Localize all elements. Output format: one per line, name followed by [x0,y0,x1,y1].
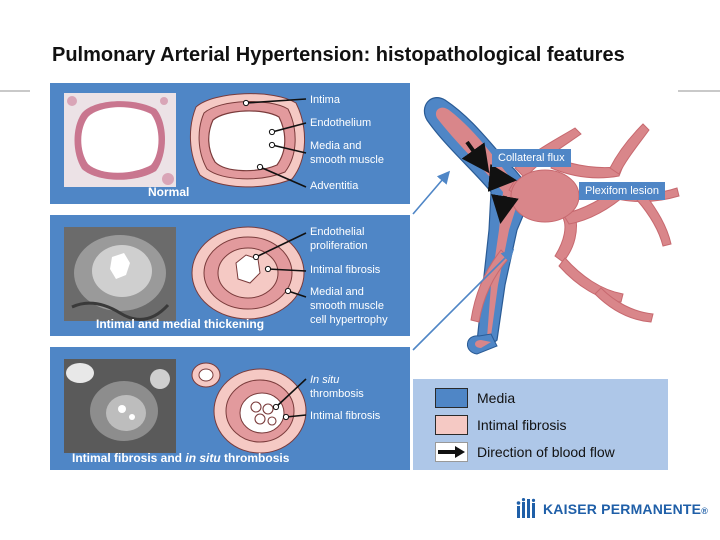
label-media-smooth-muscle: Media and smooth muscle [310,139,400,167]
legend-swatch-flow [435,442,468,462]
legend-label-media: Media [477,390,515,406]
label-intima: Intima [310,93,340,107]
kp-logo-mark-icon [515,498,539,520]
label-in-situ-italic: In situ [310,374,339,386]
pointer-arrow-upper [413,172,449,214]
label-in-situ-thrombosis: In situ thrombosis [310,373,390,401]
callout-plexiform-lesion: Plexifom lesion [579,182,665,200]
divider-left [0,90,30,92]
caption-part-3: thrombosis [221,451,290,465]
flow-arrow-2 [491,178,513,180]
arrow-icon [435,442,468,462]
caption-part-italic: in situ [185,451,220,465]
legend-swatch-media [435,388,468,408]
kp-logo-text: KAISER PERMANENTE® [543,501,708,517]
label-endothelium: Endothelium [310,116,371,130]
label-thrombosis-word: thrombosis [310,388,364,400]
legend-label-intimal-fibrosis: Intimal fibrosis [477,417,566,433]
legend-swatch-intimal-fibrosis [435,415,468,435]
plexiform-lesion-drawing [405,80,720,370]
page-title: Pulmonary Arterial Hypertension: histopa… [52,44,625,67]
caption-normal: Normal [148,185,189,199]
kp-logo-name: KAISER PERMANENTE [543,501,701,517]
legend: Media Intimal fibrosis Direction of bloo… [413,379,668,470]
panel-normal: Intima Endothelium Media and smooth musc… [50,83,410,204]
kaiser-permanente-logo: KAISER PERMANENTE® [515,498,695,520]
callout-collateral-flux: Collateral flux [492,149,571,167]
label-adventitia: Adventitia [310,179,358,193]
label-medial-hypertrophy: Medial and smooth muscle cell hypertroph… [310,285,400,327]
panel-intimal-medial-thickening: Endothelial proliferation Intimal fibros… [50,215,410,336]
panel-in-situ-thrombosis: In situ thrombosis Intimal fibrosis Inti… [50,347,410,470]
plexiform-mass [511,170,579,222]
label-endothelial-proliferation: Endothelial proliferation [310,225,390,253]
kp-logo-registered: ® [701,506,708,516]
label-intimal-fibrosis-2: Intimal fibrosis [310,409,380,423]
caption-thrombosis: Intimal fibrosis and in situ thrombosis [72,451,289,465]
caption-part-1: Intimal fibrosis and [72,451,185,465]
caption-thickening: Intimal and medial thickening [96,317,264,331]
legend-label-blood-flow: Direction of blood flow [477,444,615,460]
label-intimal-fibrosis: Intimal fibrosis [310,263,380,277]
